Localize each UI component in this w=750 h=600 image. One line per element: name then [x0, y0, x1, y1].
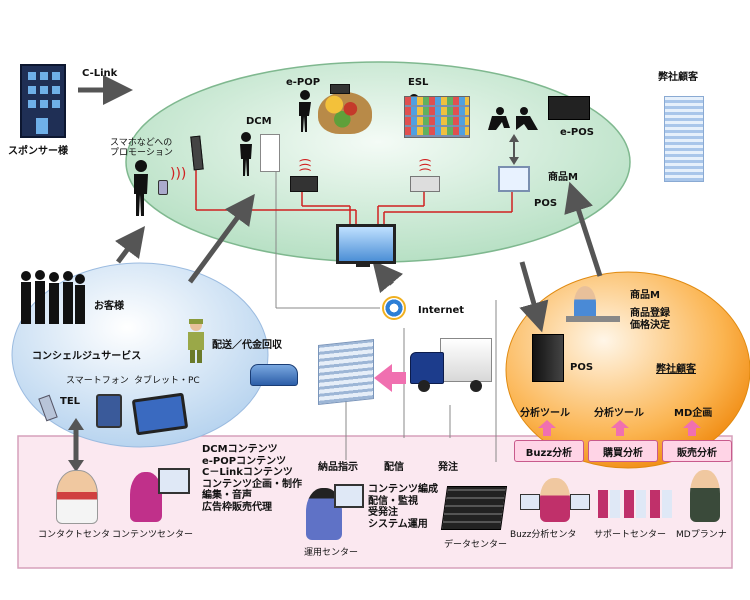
sponsor-building-icon	[20, 64, 66, 138]
wifi-esl-icon: )))	[418, 157, 433, 173]
operator-icon	[574, 286, 596, 320]
pink-arrow	[374, 364, 406, 392]
order-label: 発注	[438, 462, 458, 473]
content-center-monitor-icon	[158, 468, 190, 494]
content-center-person-icon	[130, 472, 162, 522]
epop-router-icon	[290, 176, 318, 192]
delivery-worker-icon	[188, 319, 204, 363]
wifi-epop-icon: )))	[298, 157, 313, 173]
epos-label: e-POS	[560, 127, 594, 138]
epop-label: e-POP	[286, 77, 321, 88]
van-icon	[250, 364, 298, 386]
dcm-label: DCM	[246, 116, 272, 127]
esl-router-icon	[410, 176, 440, 192]
shohin-m-label-right: 商品M	[630, 290, 660, 301]
ops-monitor-icon	[334, 484, 364, 508]
tel-label: TEL	[60, 396, 81, 407]
contents-list: DCMコンテンツ e-POPコンテンツ C－Linkコンテンツ コンテンツ企画・…	[202, 444, 302, 513]
internet-explorer-icon	[382, 296, 406, 320]
buzz-analysis-badge: Buzz分析	[514, 440, 584, 462]
sales-analysis-badge: 販売分析	[662, 440, 732, 462]
tablet-label: タブレット・PC	[134, 376, 200, 386]
purchase-analysis-badge: 購買分析	[588, 440, 658, 462]
md-planner-icon	[690, 470, 720, 522]
analysis-tool-2: 分析ツール	[594, 408, 644, 419]
support-team-icon	[598, 490, 672, 518]
contact-operator-icon	[56, 470, 98, 524]
delivery-instr-label: 納品指示	[318, 462, 358, 473]
buzz-monitor-right-icon	[570, 494, 590, 510]
people-sitting-icon	[488, 107, 538, 130]
data-center-label: データセンター	[444, 540, 508, 550]
our-client-label-top: 弊社顧客	[658, 72, 698, 83]
shohin-m-label-top: 商品M	[548, 172, 578, 183]
arrow-customer-to-dcm	[187, 193, 255, 284]
arrow-customer-to-person	[115, 226, 145, 264]
arrow-client-to-store	[564, 181, 603, 277]
md-planner-label: MDプランナ	[676, 530, 727, 540]
buzz-operator-icon	[540, 478, 570, 522]
concierge-label: コンシェルジュサービス	[32, 351, 142, 362]
clink-label: C-Link	[82, 68, 118, 79]
shohin-reg-label: 商品登録 価格決定	[630, 308, 670, 331]
distribution-label: 配信	[384, 462, 404, 473]
arrow-store-to-pos	[519, 261, 549, 333]
pos-server-icon	[532, 334, 564, 382]
tablet-icon	[131, 392, 189, 436]
data-center-server-icon	[440, 486, 508, 530]
support-center-label: サポートセンター	[594, 530, 667, 540]
sponsor-label: スポンサー様	[8, 146, 68, 157]
ops-center-label: 運用センター	[304, 548, 359, 558]
smartphone-icon	[96, 394, 122, 428]
pos-label-top: POS	[534, 198, 558, 209]
epos-device-icon	[548, 96, 590, 120]
client-building-icon	[664, 96, 704, 182]
phone-icon	[158, 180, 168, 195]
contact-center-label: コンタクトセンタ	[38, 530, 111, 540]
epop-basket-icon	[318, 92, 372, 134]
delivery-label: 配送／代金回収	[212, 340, 282, 351]
esl-label: ESL	[408, 77, 429, 88]
internet-label: Internet	[418, 305, 465, 316]
md-plan-label: MD企画	[674, 408, 713, 419]
customers-group-icon	[21, 270, 85, 324]
smartphone-label: スマートフォン	[66, 376, 129, 386]
person-smartphone-icon	[134, 160, 148, 216]
pos-terminal-icon	[498, 166, 530, 192]
promo-label: スマホなどへの プロモーション	[110, 138, 173, 159]
our-client-label-right: 弊社顧客	[656, 364, 696, 375]
truck-cargo-icon	[440, 338, 492, 382]
buzz-center-label: Buzz分析センタ	[510, 530, 577, 540]
person-epop-icon	[299, 90, 311, 132]
analysis-tool-1: 分析ツール	[520, 408, 570, 419]
arrow-internet-to-monitor	[372, 260, 404, 294]
dcm-signage-icon	[260, 134, 280, 172]
customers-label: お客様	[94, 301, 124, 312]
esl-shelf-icon	[404, 96, 470, 138]
central-monitor-icon	[336, 224, 396, 264]
epop-display-icon	[330, 84, 350, 94]
wifi-icon: )))	[170, 166, 187, 182]
truck-cab-icon	[410, 352, 444, 384]
content-center-label: コンテンツセンター	[112, 530, 194, 540]
buzz-monitor-left-icon	[520, 494, 540, 510]
ops-list: コンテンツ編成 配信・監視 受発注 システム運用	[368, 484, 438, 530]
pos-label-right: POS	[570, 362, 594, 373]
person-dcm-icon	[240, 132, 252, 176]
office-building-icon	[318, 339, 374, 405]
operator-desk-icon	[566, 316, 620, 322]
